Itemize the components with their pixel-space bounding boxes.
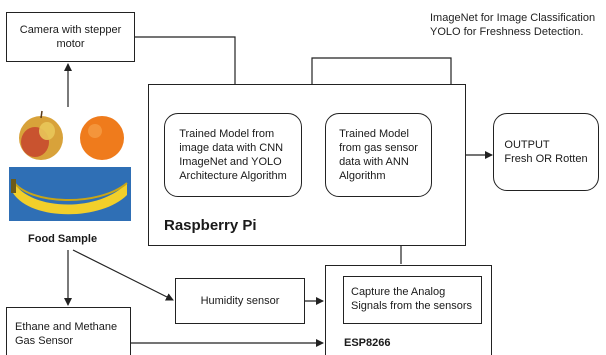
esp8266-label: ESP8266 xyxy=(344,337,391,349)
food-sample-caption: Food Sample xyxy=(28,233,98,245)
capture-line1: Capture the Analog xyxy=(351,286,446,298)
camera-box: Camera with stepper motor xyxy=(6,12,135,62)
humidity-sensor-box: Humidity sensor xyxy=(175,278,305,324)
gas-line2: Gas Sensor xyxy=(15,335,74,347)
ann-line3: data with ANN xyxy=(339,156,409,168)
capture-line2: Signals from the sensors xyxy=(351,300,473,312)
ann-model-box: Trained Model from gas sensor data with … xyxy=(325,113,432,197)
orange-icon xyxy=(80,116,124,160)
gas-sensor-box: Ethane and Methane Gas Sensor xyxy=(6,307,131,355)
camera-label-line1: Camera with stepper xyxy=(19,24,122,36)
capture-signals-box: Capture the Analog Signals from the sens… xyxy=(343,276,482,324)
ann-line1: Trained Model xyxy=(339,128,409,140)
apple-icon xyxy=(19,110,63,160)
cnn-line1: Trained Model from xyxy=(179,128,275,140)
gas-line1: Ethane and Methane xyxy=(15,321,118,333)
humidity-sensor-label: Humidity sensor xyxy=(200,295,280,307)
output-line2: Fresh OR Rotten xyxy=(504,153,588,165)
raspberry-pi-label: Raspberry Pi xyxy=(164,217,257,234)
cnn-line4: Architecture Algorithm xyxy=(179,170,287,182)
cnn-model-box: Trained Model from image data with CNN I… xyxy=(164,113,302,197)
camera-label-line2: motor xyxy=(56,38,85,50)
ann-line4: Algorithm xyxy=(339,170,386,182)
output-box: OUTPUT Fresh OR Rotten xyxy=(493,113,599,191)
model-note-line2: YOLO for Freshness Detection. xyxy=(430,26,584,38)
banana-icon xyxy=(11,179,128,215)
cnn-line3: ImageNet and YOLO xyxy=(179,156,282,168)
cnn-line2: image data with CNN xyxy=(179,142,284,154)
model-note: ImageNet for Image Classification YOLO f… xyxy=(430,11,595,39)
output-line1: OUTPUT xyxy=(504,139,550,151)
food-sample-image xyxy=(9,109,131,221)
arrow-food-to-humidity xyxy=(72,249,174,301)
ann-line2: from gas sensor xyxy=(339,142,418,154)
model-note-line1: ImageNet for Image Classification xyxy=(430,12,596,24)
